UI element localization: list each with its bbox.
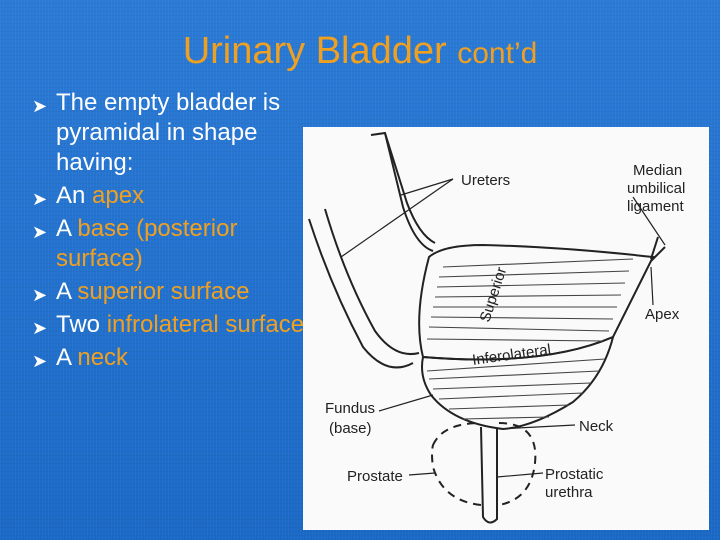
label-superior: Superior [477,265,511,324]
title-main: Urinary Bladder [182,30,447,72]
label-prostate: Prostate [347,468,403,485]
bladder-illustration: Ureters Median umbilical ligament Superi… [308,131,685,524]
slide-title: Urinary Bladder cont’d [0,28,720,77]
label-apex: Apex [645,306,680,323]
arrowhead-bullet-icon: ➤ [32,96,48,116]
label-fundus-2: (base) [329,420,372,437]
title-sub: cont’d [457,37,538,70]
ureter-right [370,131,434,252]
label-prostatic-1: Prostatic [545,466,604,483]
list-item: ➤A superior surface [32,277,322,307]
list-item: ➤The empty bladder is pyramidal in shape… [32,89,281,176]
ureter-left [308,218,414,369]
prostate-outline [431,422,537,506]
list-item: ➤A base (posterior surface) [32,215,238,272]
list-item: ➤Two infrolateral surfaces [32,310,322,340]
bladder-diagram: Ureters Median umbilical ligament Superi… [303,127,709,530]
list-item: ➤An apex [32,181,322,211]
arrowhead-bullet-icon: ➤ [32,351,48,371]
label-ureters: Ureters [461,172,510,189]
label-prostatic-2: urethra [545,484,593,501]
median-ligament [650,246,666,262]
label-fundus-1: Fundus [325,400,375,417]
urethra [480,426,498,524]
list-item: ➤A neck [32,343,322,373]
superior-surface [418,243,655,361]
arrowhead-bullet-icon: ➤ [32,318,48,338]
label-median-3: ligament [627,198,685,215]
bullet-list: ➤The empty bladder is pyramidal in shape… [32,88,322,376]
label-median-1: Median [633,162,682,179]
label-neck: Neck [579,418,614,435]
arrowhead-bullet-icon: ➤ [32,285,48,305]
arrowhead-bullet-icon: ➤ [32,189,48,209]
label-median-2: umbilical [627,180,685,197]
arrowhead-bullet-icon: ➤ [32,222,48,242]
